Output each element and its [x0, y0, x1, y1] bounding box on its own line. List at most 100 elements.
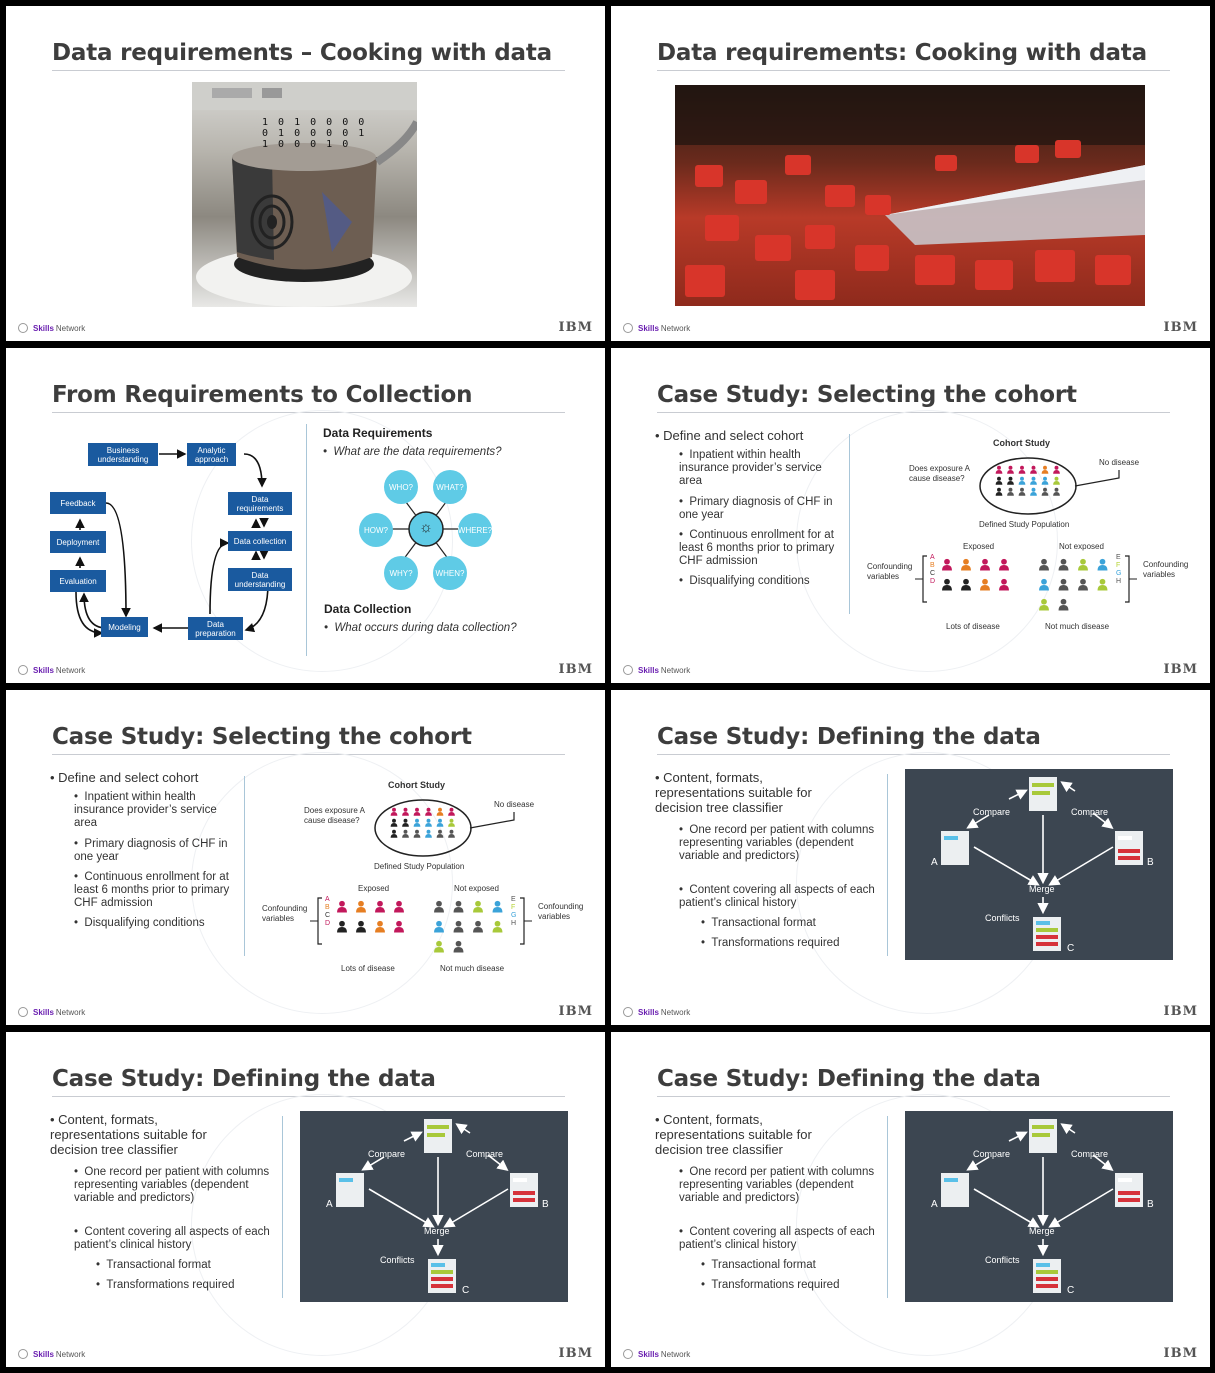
compare-left-label: Compare [368, 1149, 406, 1159]
person-icon [356, 907, 366, 913]
person-icon [982, 578, 988, 585]
box-data-collection: Data collection [228, 531, 292, 551]
box-data-preparation: Data preparation [188, 617, 243, 640]
cohort-bullet: • Define and select cohort [655, 428, 804, 443]
person-icon [999, 585, 1009, 591]
defining-subsub-2: • Transformations required [96, 1279, 235, 1291]
compare-right-label: Compare [1071, 807, 1109, 817]
divider [306, 424, 307, 656]
person-icon [1043, 476, 1047, 481]
slide-5: Case Study: Selecting the cohort • Defin… [6, 690, 605, 1025]
document-merged-icon [424, 1119, 452, 1153]
col-question: • What occurs during data collection? [324, 622, 517, 634]
compare-left-label: Compare [973, 1149, 1011, 1159]
person-icon [1060, 598, 1067, 605]
divider [849, 434, 850, 614]
population-ellipse [310, 799, 532, 953]
person-icon [390, 823, 398, 827]
conflicts-label: Conflicts [985, 1255, 1020, 1265]
skills-network-icon [18, 323, 28, 333]
person-icon [1054, 487, 1059, 492]
person-icon [1008, 487, 1013, 492]
box-analytic-approach: Analytic approach [187, 443, 236, 466]
ibm-logo: IBM [558, 662, 593, 677]
label-c: C [1067, 943, 1075, 954]
person-icon [436, 900, 442, 907]
person-icon [1007, 492, 1014, 496]
defining-subsub-2: • Transformations required [701, 937, 840, 949]
cohort-sub-3: • Continuous enrollment for at least 6 m… [74, 871, 230, 909]
document-a-icon [941, 1173, 969, 1207]
person-icon [1018, 481, 1026, 485]
person-icon [403, 807, 408, 812]
person-icon [1031, 476, 1036, 481]
person-icon [1041, 470, 1049, 474]
person-icon [475, 900, 481, 907]
person-icon [425, 834, 432, 838]
person-icon [415, 818, 419, 823]
box-feedback: Feedback [50, 492, 106, 514]
watermark-circle [191, 752, 453, 1014]
label-c: C [462, 1285, 470, 1296]
petal-when: WHEN? [433, 556, 467, 590]
person-icon [1041, 578, 1047, 585]
label-a: A [931, 857, 938, 868]
person-icon [453, 927, 464, 933]
document-merged-icon [1029, 1119, 1057, 1153]
confounding-left: Confounding variables [262, 904, 308, 923]
person-icon [1080, 558, 1086, 565]
person-icon [377, 920, 383, 927]
person-icon [402, 812, 409, 816]
person-icon [1020, 487, 1024, 492]
person-icon [1053, 492, 1060, 496]
divider [244, 776, 245, 956]
person-icon [995, 492, 1003, 496]
ibm-logo: IBM [1163, 1346, 1198, 1361]
cohort-sub-4: • Disqualifying conditions [679, 575, 810, 587]
box-business-understanding: Business understanding [88, 443, 158, 466]
defining-subsub-2: • Transformations required [701, 1279, 840, 1291]
person-icon [1054, 465, 1059, 470]
person-icon [425, 812, 432, 816]
petal-where: WHERE? [458, 513, 492, 547]
not-exposed-label: Not exposed [454, 884, 499, 893]
person-icon [999, 565, 1009, 571]
skills-network-icon [18, 1349, 28, 1359]
slide-title: Case Study: Selecting the cohort [52, 724, 472, 750]
slide-title: From Requirements to Collection [52, 382, 473, 408]
person-icon [436, 920, 442, 927]
person-icon [337, 907, 347, 913]
defining-sub-2: • Content covering all aspects of each p… [74, 1226, 270, 1251]
label-a: A [326, 1199, 333, 1210]
confounding-right: Confounding variables [538, 902, 584, 921]
person-icon [415, 807, 419, 812]
person-icon [425, 823, 432, 827]
person-icon [1043, 487, 1047, 492]
person-icon [1001, 578, 1007, 585]
skills-network-icon [623, 323, 633, 333]
person-icon [1031, 465, 1036, 470]
person-icon [473, 907, 483, 913]
document-b-icon [1115, 831, 1143, 865]
lightbulb-icon: ☼ [419, 519, 433, 536]
no-disease-label: No disease [1099, 458, 1140, 467]
person-icon [413, 823, 421, 827]
petal-who: WHO? [384, 470, 418, 504]
person-icon [392, 818, 396, 823]
person-icon [997, 476, 1001, 481]
person-icon [438, 807, 442, 812]
petal-how: HOW? [359, 513, 393, 547]
person-icon [449, 807, 454, 812]
person-icon [455, 920, 462, 927]
letters-left: A B C D [325, 896, 331, 927]
person-icon [1030, 470, 1037, 474]
slide-4: Case Study: Selecting the cohort • Defin… [611, 348, 1210, 683]
req-heading: Data Requirements [323, 426, 433, 440]
person-icon [1008, 465, 1013, 470]
defining-sub-1: • One record per patient with columns re… [74, 1166, 270, 1204]
col-heading: Data Collection [324, 602, 412, 616]
slide-3: From Requirements to Collection Business… [6, 348, 605, 683]
